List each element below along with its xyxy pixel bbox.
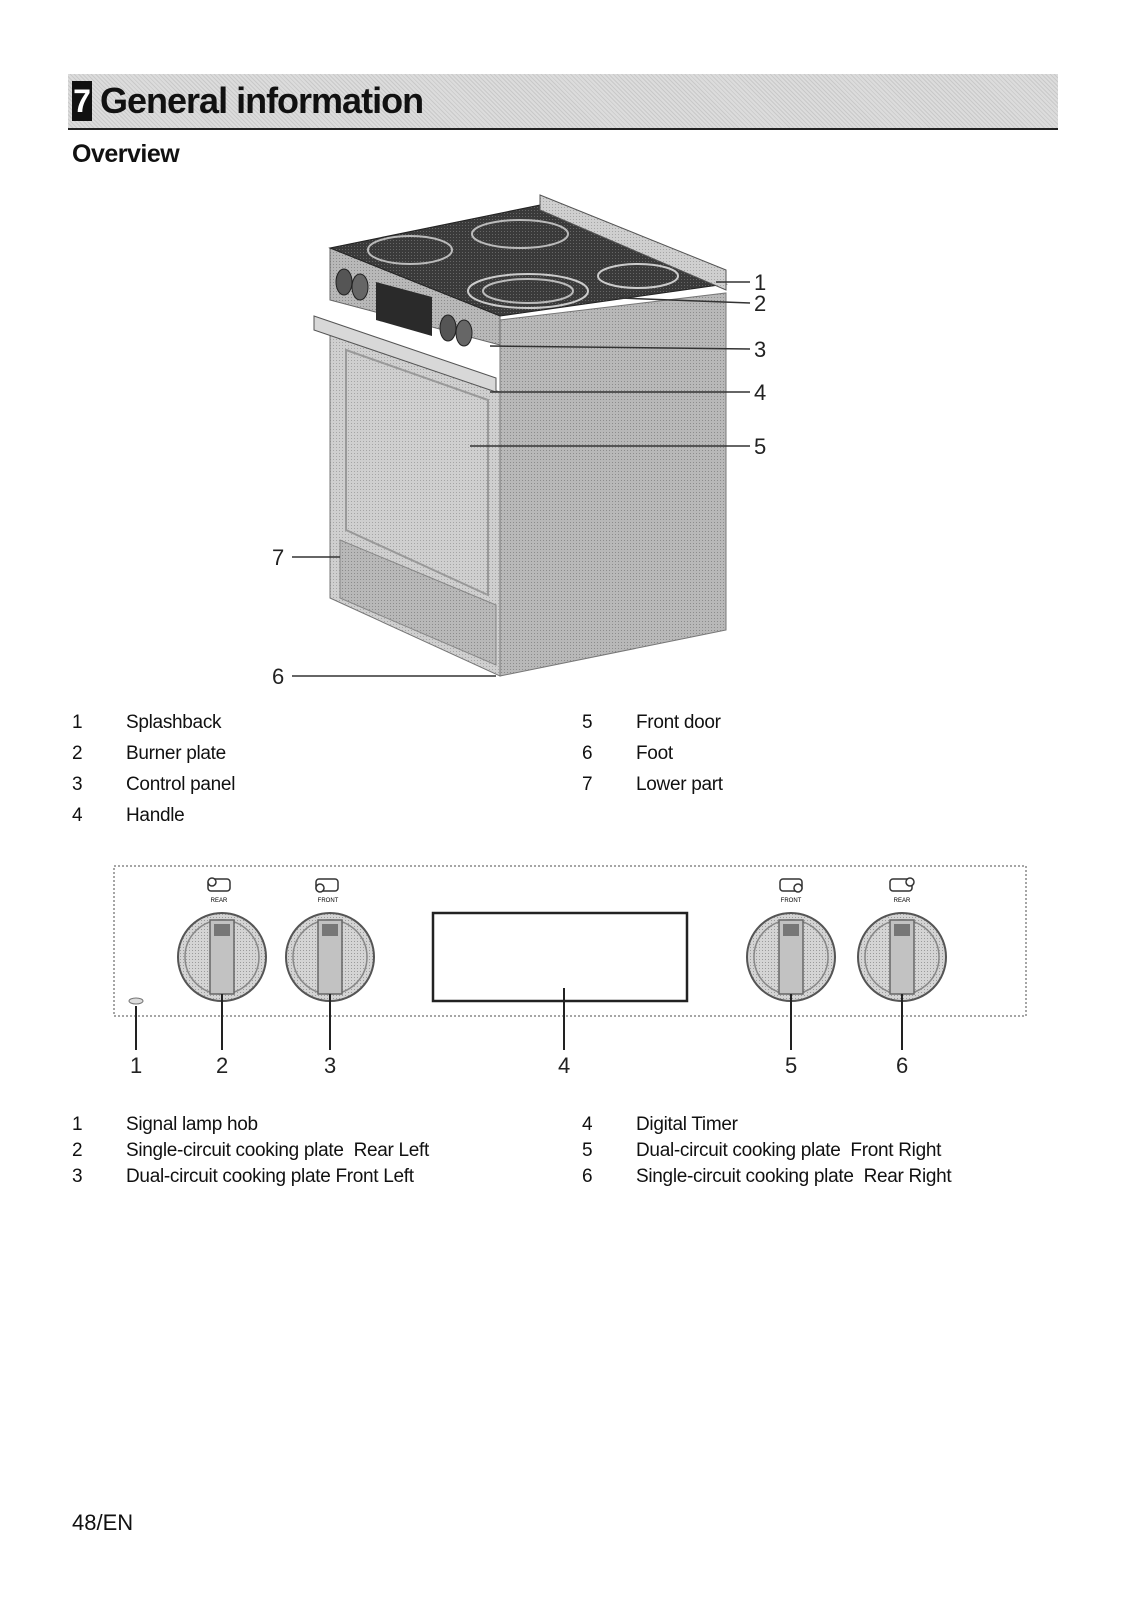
oven-door-frame [345, 348, 489, 597]
legend-label: Control panel [126, 774, 236, 795]
legend-number: 4 [72, 805, 83, 826]
cooking-zone [471, 219, 569, 249]
legend-number: 2 [72, 743, 83, 764]
cooking-zone [367, 235, 453, 265]
chapter-number: 7 [72, 81, 92, 121]
lower-drawer [339, 539, 497, 666]
knob-mark: REAR [211, 898, 228, 904]
digital-timer-display [431, 911, 689, 1003]
legend-number: 2 [72, 1140, 83, 1161]
legend-label: Splashback [126, 712, 222, 733]
cooking-zone [482, 278, 574, 304]
panel-leader-lines [135, 988, 903, 1050]
knob-front-left: FRONT [285, 878, 375, 1002]
legend-number: 5 [582, 712, 593, 733]
knob-rear-right: REAR [857, 877, 947, 1002]
cooker-knob [439, 314, 457, 342]
legend-number: 7 [582, 774, 593, 795]
legend-label: Signal lamp hob [126, 1114, 258, 1135]
leader-lines [292, 281, 751, 677]
signal-lamp [128, 997, 144, 1005]
callout-6: 6 [272, 664, 284, 689]
cooker-knob [335, 268, 353, 296]
cooker-knob [351, 273, 369, 301]
legend-number: 4 [582, 1114, 593, 1135]
panel-callout-3: 3 [324, 1053, 336, 1078]
callout-7: 7 [272, 545, 284, 570]
page-number: 48/EN [72, 1510, 134, 1535]
legend-label: Digital Timer [636, 1114, 738, 1135]
legend-number: 6 [582, 743, 593, 764]
legend-label: Dual-circuit cooking plate Front Left [126, 1166, 414, 1187]
callout-2: 2 [754, 291, 766, 316]
legend-number: 3 [72, 774, 83, 795]
control-panel-display [376, 282, 432, 336]
legend-label: Front door [636, 712, 721, 733]
panel-callout-5: 5 [785, 1053, 797, 1078]
cooker-side-panel [499, 292, 727, 677]
callout-1: 1 [754, 270, 766, 295]
callout-4: 4 [754, 380, 766, 405]
legend-label: Foot [636, 743, 673, 764]
cooking-zone [467, 273, 589, 309]
overview-legend: 1 Splashback 2 Burner plate 3 Control pa… [72, 712, 1072, 832]
callout-5: 5 [754, 434, 766, 459]
legend-label: Single-circuit cooking plate Rear Left [126, 1140, 430, 1161]
legend-number: 5 [582, 1140, 593, 1161]
legend-number: 1 [72, 1114, 83, 1135]
legend-label: Dual-circuit cooking plate Front Right [636, 1140, 942, 1161]
panel-callout-2: 2 [216, 1053, 228, 1078]
legend-label: Burner plate [126, 743, 226, 764]
legend-number: 3 [72, 1166, 83, 1187]
knob-mark: FRONT [318, 898, 339, 904]
legend-number: 1 [72, 712, 83, 733]
cooking-zone [597, 263, 679, 289]
control-panel-diagram: REAR FRONT FRONT REAR [113, 865, 1027, 1078]
callout-3: 3 [754, 337, 766, 362]
knob-mark: FRONT [781, 898, 802, 904]
legend-number: 6 [582, 1166, 593, 1187]
splashback [539, 194, 727, 291]
knob-rear-left: REAR [177, 877, 267, 1002]
panel-callout-6: 6 [896, 1053, 908, 1078]
chapter-header: 7 General information [68, 74, 1058, 130]
cooker-knob [455, 319, 473, 347]
section-title: Overview [72, 140, 180, 168]
panel-callout-4: 4 [558, 1053, 570, 1078]
legend-label: Lower part [636, 774, 723, 795]
panel-callout-1: 1 [130, 1053, 142, 1078]
cooker-illustration: 1 2 3 4 5 7 6 [272, 194, 766, 689]
legend-label: Single-circuit cooking plate Rear Right [636, 1166, 952, 1187]
legend-label: Handle [126, 805, 185, 826]
chapter-title: General information [100, 80, 424, 121]
control-panel-legend: 1 Signal lamp hob 2 Single-circuit cooki… [72, 1114, 1072, 1204]
knob-mark: REAR [894, 898, 911, 904]
